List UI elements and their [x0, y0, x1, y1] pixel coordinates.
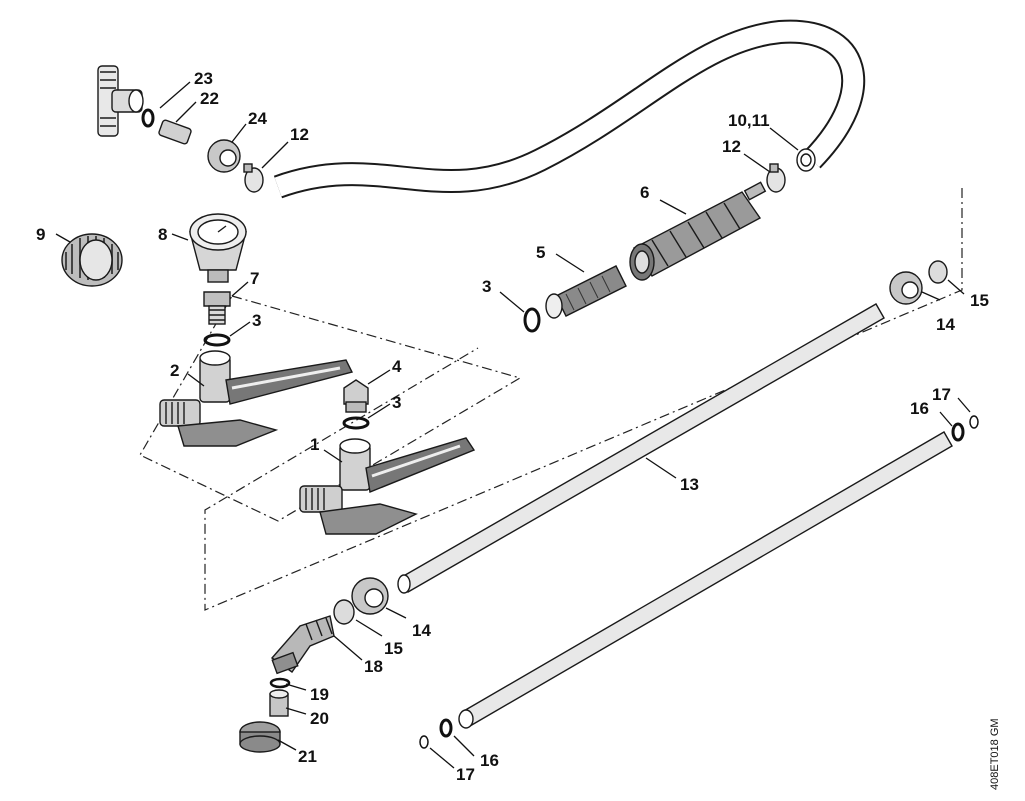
- callout-part-1: 1: [310, 435, 319, 454]
- leader-lines: [55, 81, 971, 769]
- o-ring-part-17-upper: [969, 415, 979, 429]
- hose-part-10-11: [273, 19, 866, 199]
- nipple-part-22: [158, 119, 192, 145]
- callout-part-12-left: 12: [290, 125, 309, 144]
- callout-part-16-lower: 16: [480, 751, 499, 770]
- callout-part-18: 18: [364, 657, 383, 676]
- callout-part-14-left: 14: [412, 621, 431, 640]
- callout-part-15-left: 15: [384, 639, 403, 658]
- callout-part-5: 5: [536, 243, 545, 262]
- o-ring-part-3-middle: [342, 416, 370, 430]
- callout-part-16-upper: 16: [910, 399, 929, 418]
- union-nut-part-14-left: [351, 577, 389, 615]
- hose-clamp-part-12-left: [243, 163, 264, 193]
- callout-part-21: 21: [298, 747, 317, 766]
- document-id: 408ET018 GM: [989, 718, 1001, 790]
- callout-part-24: 24: [248, 109, 267, 128]
- callout-part-3-left: 3: [252, 311, 261, 330]
- o-ring-part-16-upper: [951, 422, 965, 442]
- filter-housing-part-6: [629, 181, 767, 281]
- elbow-part-18: [270, 615, 335, 675]
- union-nut-part-24: [207, 139, 241, 173]
- plug-part-4: [343, 379, 369, 413]
- strainer-part-5: [545, 265, 627, 319]
- callout-part-2: 2: [170, 361, 179, 380]
- callout-part-17-lower: 17: [456, 765, 475, 784]
- callout-part-13: 13: [680, 475, 699, 494]
- cap-part-15-right: [928, 260, 948, 284]
- adapter-part-7: [203, 291, 231, 325]
- callout-part-8: 8: [158, 225, 167, 244]
- callout-part-9: 9: [36, 225, 45, 244]
- callout-part-7: 7: [250, 269, 259, 288]
- assembly-outline-right: [204, 188, 963, 611]
- o-ring-part-3-center: [523, 307, 541, 333]
- callout-part-3-middle: 3: [392, 393, 401, 412]
- o-ring-part-17-lower: [419, 735, 429, 749]
- cap-part-15-left: [333, 599, 355, 625]
- callout-part-20: 20: [310, 709, 329, 728]
- callout-part-10-11: 10,11: [728, 111, 770, 130]
- union-nut-part-14-right: [889, 271, 923, 305]
- knurled-ring-part-9: [61, 233, 123, 287]
- o-ring-part-19: [269, 677, 291, 689]
- callout-part-23: 23: [194, 69, 213, 88]
- callout-part-19: 19: [310, 685, 329, 704]
- tee-fitting: [97, 65, 144, 137]
- nozzle-tip-part-20: [269, 689, 289, 717]
- callout-part-22: 22: [200, 89, 219, 108]
- spray-tube-lower: [458, 431, 953, 729]
- spray-tube-part-13: [397, 303, 885, 594]
- o-ring-part-16-lower: [439, 718, 453, 738]
- callout-part-14-right: 14: [936, 315, 955, 334]
- callout-part-6: 6: [640, 183, 649, 202]
- callout-part-4: 4: [392, 357, 402, 376]
- callout-part-17-upper: 17: [932, 385, 951, 404]
- nozzle-nut-part-21: [239, 721, 281, 753]
- pressure-gauge-part-8: [189, 213, 247, 283]
- valve-body-part-2: [159, 350, 354, 447]
- callout-part-12-right: 12: [722, 137, 741, 156]
- callout-part-3-center: 3: [482, 277, 491, 296]
- valve-body-part-1: [299, 437, 476, 535]
- o-ring-part-3-left: [203, 333, 231, 347]
- hose-clamp-part-12-right: [766, 163, 786, 193]
- o-ring-part-23: [141, 108, 155, 128]
- callout-part-15-right: 15: [970, 291, 989, 310]
